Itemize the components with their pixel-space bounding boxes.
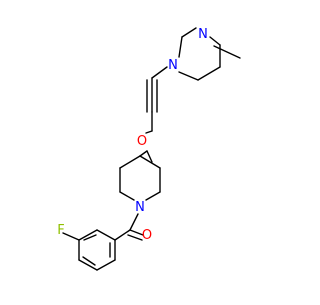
- bond: [114, 229, 131, 241]
- atom-label-n: N: [135, 200, 145, 215]
- bond: [119, 191, 135, 201]
- bond: [145, 191, 161, 201]
- bond: [78, 259, 98, 271]
- bond: [129, 213, 139, 231]
- atom-label-f: F: [57, 223, 64, 238]
- fluoro-bond: [62, 232, 80, 241]
- butynyl-linker: [145, 66, 168, 134]
- methyl-bond: [213, 45, 241, 59]
- bond: [151, 66, 168, 79]
- bond: [78, 229, 98, 241]
- bond: [139, 155, 161, 169]
- ether-bond: [146, 150, 153, 163]
- bond: [209, 36, 221, 46]
- bond: [197, 66, 221, 81]
- bond: [145, 130, 153, 134]
- carbonyl-double-bond: [129, 229, 144, 236]
- atom-label-n: N: [198, 27, 208, 42]
- bond: [96, 229, 116, 241]
- aromatic-inner-bond: [82, 256, 96, 266]
- atom-label-n: N: [168, 58, 178, 73]
- piperidine-ring: [119, 150, 161, 201]
- bond: [139, 150, 148, 157]
- structure-canvas: N N O N O F: [57, 27, 241, 271]
- bond: [96, 259, 116, 271]
- carbonyl-double-bond: [127, 234, 143, 241]
- aromatic-inner-bond: [83, 234, 97, 241]
- atom-label-o: O: [137, 134, 147, 149]
- bond: [181, 27, 197, 38]
- molecule-structure: N N O N O F: [57, 27, 241, 271]
- bond: [119, 155, 141, 169]
- bond: [178, 71, 199, 81]
- atom-label-o: O: [142, 228, 152, 243]
- amide-group: [114, 213, 144, 241]
- bond: [178, 36, 183, 58]
- fluorophenyl-ring: [78, 229, 116, 271]
